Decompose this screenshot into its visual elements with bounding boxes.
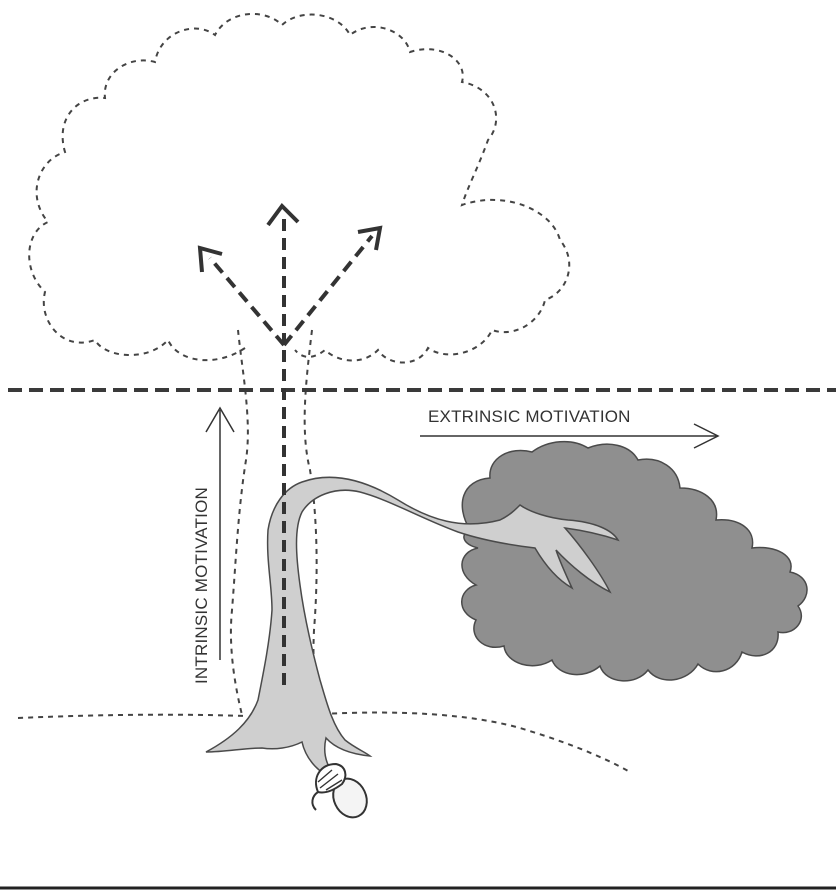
trunk-outline-left [231,330,248,715]
branch-arrow-right [284,236,372,345]
branch-arrow-left [210,258,284,345]
intrinsic-motivation-label: INTRINSIC MOTIVATION [192,487,211,684]
acorn-stem [312,792,318,810]
actual-canopy [462,442,807,681]
extrinsic-motivation-label: EXTRINSIC MOTIVATION [428,407,631,426]
potential-canopy-outline [29,14,569,363]
